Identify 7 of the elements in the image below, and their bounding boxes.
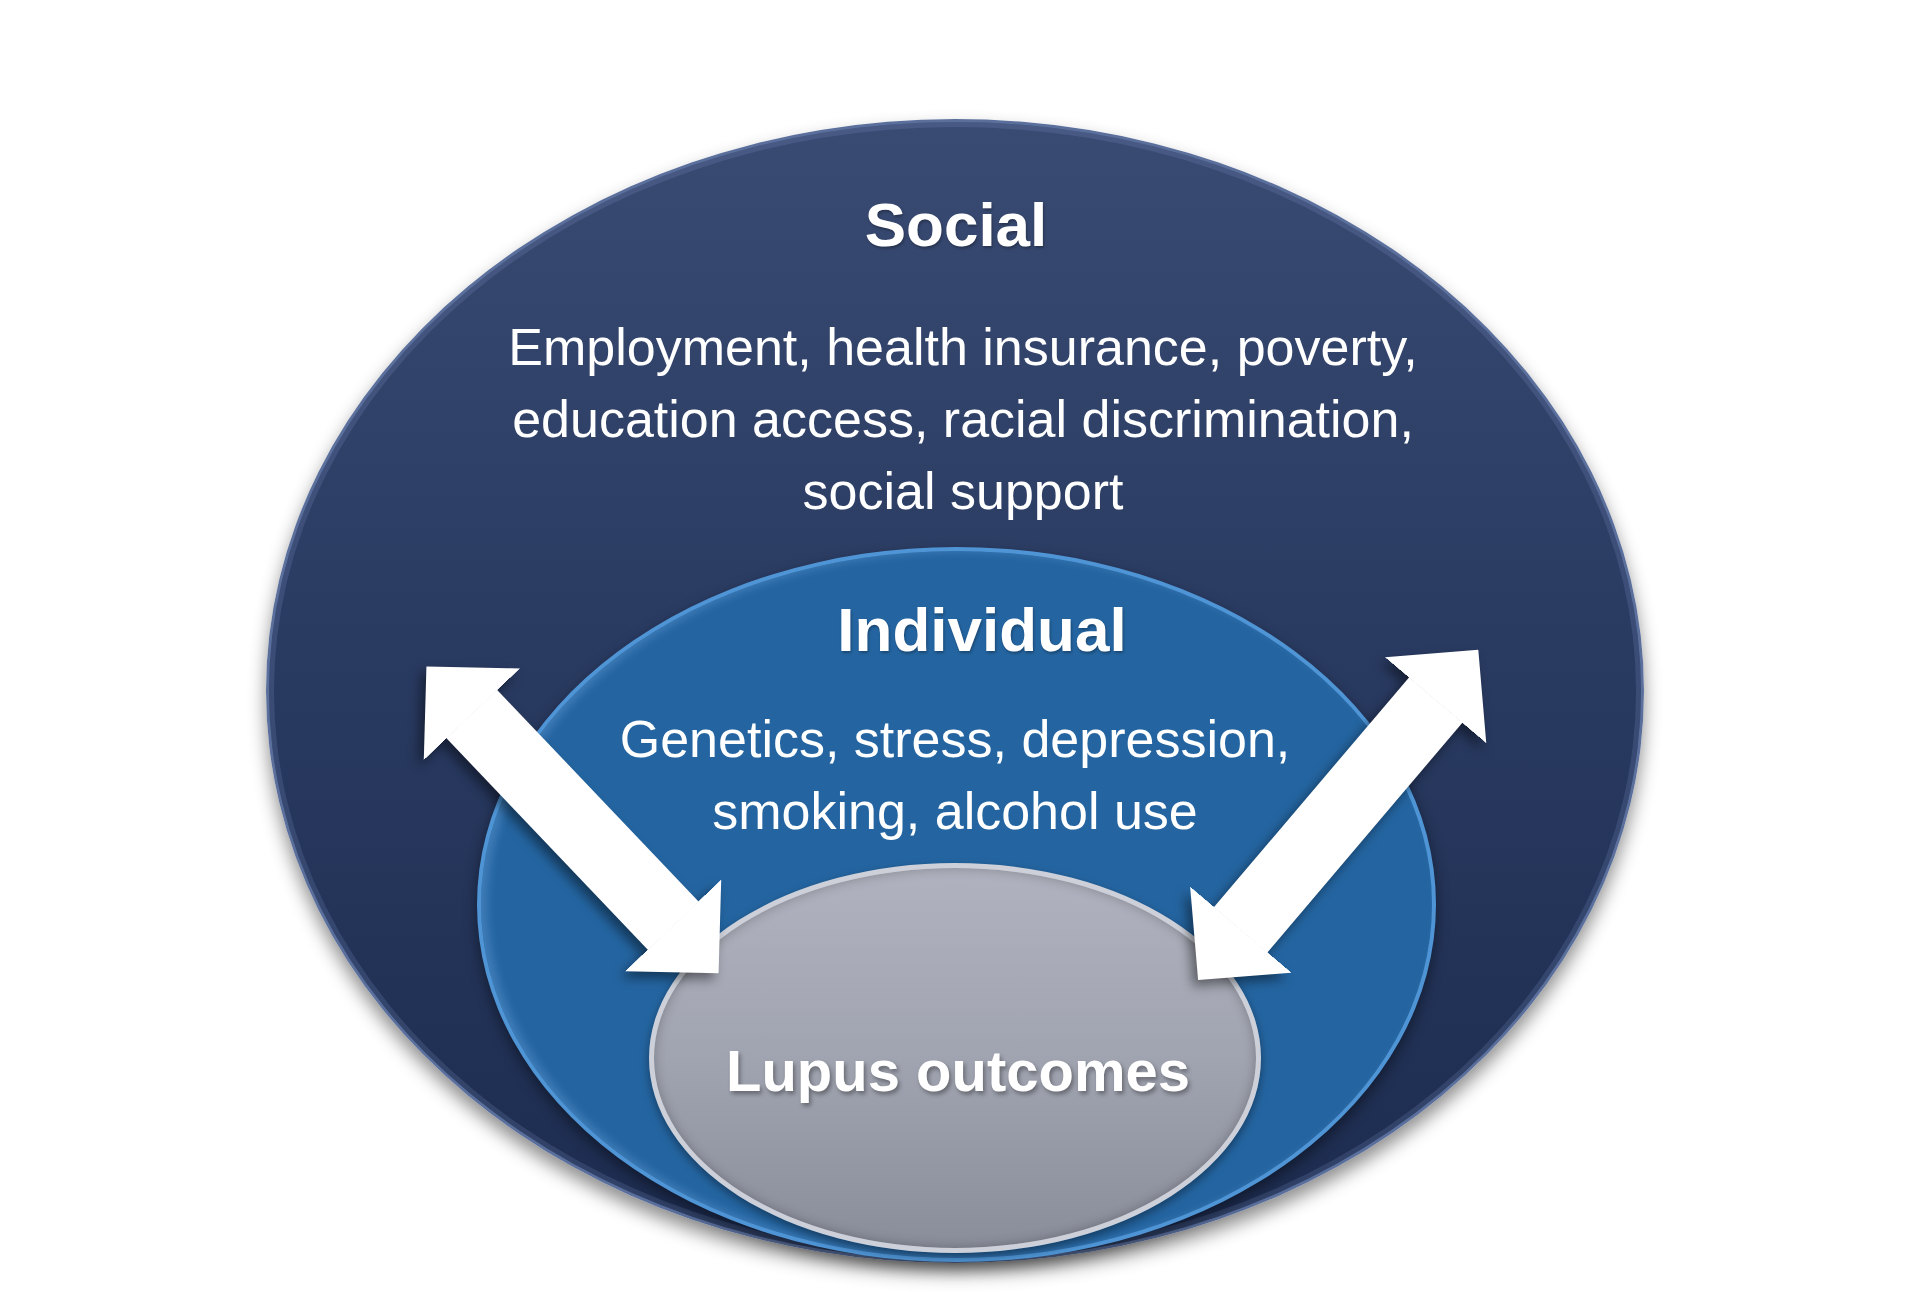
double-arrow — [1190, 649, 1487, 980]
body-text: Genetics, stress, depression, smoking, alcohol use — [618, 709, 1292, 842]
body-text: Employment, health insurance, poverty, education access, racial discrimination, social support — [507, 317, 1419, 522]
heading: Individual — [837, 594, 1127, 666]
double-arrow — [423, 666, 722, 974]
heading: Lupus outcomes — [726, 1037, 1190, 1105]
heading: Social — [864, 189, 1048, 261]
